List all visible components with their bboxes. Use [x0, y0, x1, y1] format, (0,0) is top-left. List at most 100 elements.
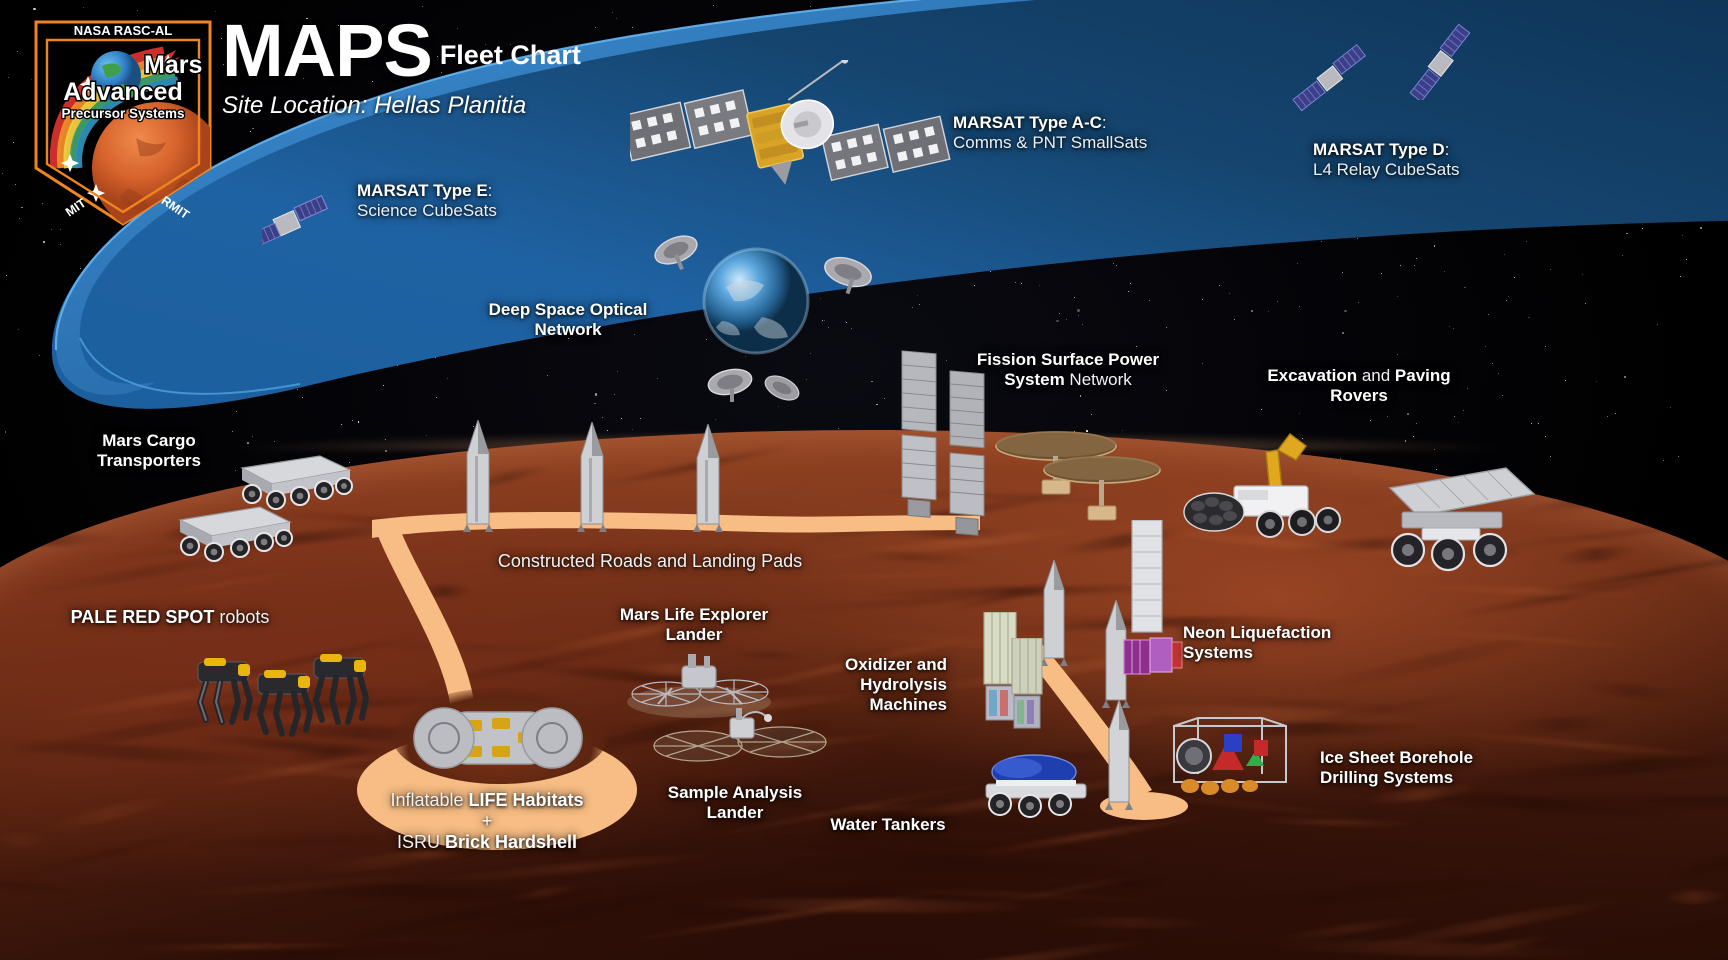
pale-red-spot-label-regular: robots — [214, 607, 270, 627]
starship-lander-1 — [456, 418, 500, 541]
marsat-type-d-label-bold: MARSAT Type D — [1313, 140, 1445, 159]
oxidizer-hydrolysis-machines-label-line-1: Hydrolysis — [860, 675, 947, 695]
excavation-paving-rovers-label-bold: Excavation — [1267, 366, 1358, 385]
marsat-type-ac-label: MARSAT Type A-C:Comms & PNT SmallSats — [953, 113, 1147, 153]
marsat-type-e-label: MARSAT Type E:Science CubeSats — [357, 181, 497, 221]
solar-canopy-2 — [1038, 452, 1166, 531]
ice-sheet-borehole-drill — [1168, 716, 1292, 805]
cargo-transporter-1 — [228, 448, 356, 525]
fission-surface-power-label-regular: Network — [1064, 370, 1132, 390]
neon-liquefaction-systems-label-line-1: Systems — [1183, 643, 1253, 663]
solar-canopy-1 — [992, 428, 1120, 505]
oxidizer-hydrolysis-machine-1 — [978, 611, 1022, 735]
water-tanker-1 — [970, 750, 1106, 825]
marsat-type-e-label-sep: : — [487, 181, 493, 200]
ice-sheet-borehole-label-line-0: Ice Sheet Borehole — [1320, 748, 1474, 767]
starship-lander-4 — [1034, 558, 1074, 675]
dsn-dish-3 — [700, 360, 762, 413]
marsat-type-ac-label-bold: MARSAT Type A-C — [953, 113, 1102, 132]
marsat-type-e-label-bold: MARSAT Type E — [357, 181, 488, 200]
pale-red-spot-label-bold: PALE RED SPOT — [70, 607, 215, 627]
sample-analysis-lander-label-line-1: Lander — [706, 803, 764, 823]
cargo-transporter-2 — [166, 498, 298, 577]
habitat-label-line3-regular: ISRU — [396, 832, 445, 853]
fission-power-unit-1 — [892, 350, 946, 535]
sample-analysis-lander-label-line-0: Sample Analysis — [667, 783, 803, 802]
inflatable-life-habitat-label: Inflatable LIFE Habitats + ISRU Brick Ha… — [390, 790, 583, 854]
patch-line2: Advanced — [63, 78, 182, 106]
neon-liquefaction-unit — [1118, 632, 1188, 689]
dsn-dish-1 — [650, 232, 708, 281]
mars-life-explorer-lander-label-line-1: Lander — [665, 625, 723, 645]
excavation-paving-rovers-label-line2: Rovers — [1330, 386, 1388, 406]
marsat-type-e-cubesat — [246, 172, 368, 259]
dsn-dish-2 — [818, 252, 880, 305]
starship-lander-2 — [570, 420, 614, 541]
marsat-type-d-label-sep: : — [1444, 140, 1450, 159]
patch-top-text: NASA RASC-AL — [74, 23, 173, 38]
sample-analysis-lander — [650, 706, 830, 785]
excavation-paving-rovers-label-conj: and — [1357, 366, 1395, 385]
marsat-type-d-cubesat-2 — [1396, 22, 1492, 105]
marsat-type-d-label-regular: L4 Relay CubeSats — [1313, 160, 1460, 180]
deep-space-optical-network-label-line-1: Network — [534, 320, 602, 340]
earth-globe — [700, 245, 812, 357]
fission-power-unit-2 — [940, 370, 994, 557]
marsat-type-ac-satellite — [620, 19, 960, 265]
marsat-type-ac-label-regular: Comms & PNT SmallSats — [953, 133, 1148, 153]
habitat-label-line3-bold: Brick Hardshell — [444, 832, 578, 853]
deep-space-optical-network-label-line-0: Deep Space Optical — [488, 300, 648, 319]
marsat-type-d-label: MARSAT Type D:L4 Relay CubeSats — [1313, 140, 1459, 180]
marsat-type-e-label-regular: Science CubeSats — [357, 201, 497, 221]
paving-rover — [1366, 444, 1538, 585]
pale-red-spot-robot-1 — [176, 644, 272, 745]
habitat-label-line1-regular: Inflatable — [390, 790, 469, 810]
mission-patch: NASA RASC-AL Mars Advanced Precursor Sys… — [32, 18, 214, 228]
starship-lander-6 — [1098, 698, 1140, 819]
marsat-type-ac-label-sep: : — [1101, 113, 1107, 132]
mars-cargo-transporters-label-line-1: Transporters — [97, 451, 201, 471]
inflatable-life-habitat — [398, 694, 598, 797]
fission-surface-power-label-bold-0: Fission Surface Power — [976, 350, 1160, 369]
water-tankers-label: Water Tankers — [830, 815, 945, 835]
oxidizer-hydrolysis-machines-label-line-2: Machines — [869, 695, 947, 715]
habitat-label-plus: + — [481, 811, 493, 832]
starship-lander-5 — [1096, 598, 1136, 717]
excavation-paving-rovers-label-bold2: Paving — [1394, 366, 1451, 385]
ice-sheet-borehole-label-line-1: Drilling Systems — [1320, 768, 1454, 788]
patch-right-school: RMIT — [159, 193, 192, 222]
starship-lander-3 — [686, 422, 730, 541]
mars-cargo-transporters-label-line-0: Mars Cargo — [102, 431, 196, 450]
constructed-roads-label-text: Constructed Roads and Landing Pads — [497, 551, 803, 571]
excavation-rover — [1178, 420, 1358, 555]
fission-surface-power-label-bold-1: System — [1004, 370, 1065, 390]
mars-life-explorer-lander-label-line-0: Mars Life Explorer — [619, 605, 769, 624]
neon-liquefaction-tower — [1126, 519, 1168, 685]
patch-line3: Precursor Systems — [61, 106, 184, 121]
habitat-label-line1-bold: LIFE Habitats — [468, 790, 584, 810]
patch-line1: Mars — [144, 51, 202, 79]
oxidizer-hydrolysis-machines-label-line-0: Oxidizer and — [844, 655, 947, 674]
water-tankers-label-line-0: Water Tankers — [830, 815, 946, 834]
dsn-dish-4 — [760, 370, 808, 415]
pale-red-spot-robot-3 — [292, 640, 388, 745]
page-title: MAPS — [222, 9, 433, 92]
pale-red-spot-robot-2 — [236, 656, 332, 757]
site-location: Site Location: Hellas Planitia — [222, 92, 527, 120]
marsat-type-d-cubesat-1 — [1285, 38, 1381, 119]
mars-life-explorer-lander — [614, 648, 784, 729]
neon-liquefaction-systems-label-line-0: Neon Liquefaction — [1183, 623, 1332, 642]
constructed-roads-label: Constructed Roads and Landing Pads — [498, 551, 802, 572]
oxidizer-hydrolysis-machine-2 — [1006, 637, 1048, 743]
